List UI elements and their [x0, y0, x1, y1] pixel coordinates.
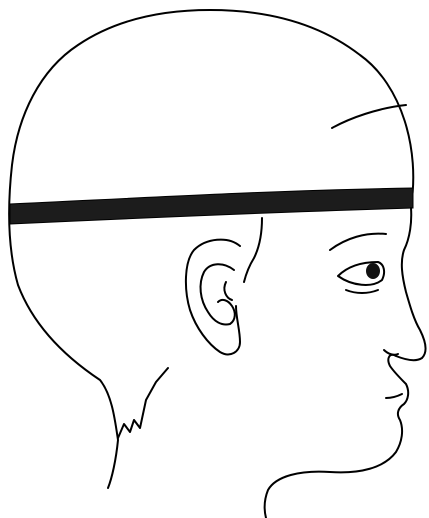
eye-lower-lid	[346, 290, 378, 293]
nostril	[384, 350, 398, 355]
eye-pupil	[366, 263, 380, 279]
hair-part-line	[332, 105, 406, 128]
temple-contour	[244, 218, 262, 282]
ear-outline	[186, 240, 240, 355]
eyebrow	[330, 234, 386, 250]
ear-inner-fold	[201, 264, 235, 324]
face-profile	[265, 208, 426, 518]
neck-hair-line	[118, 368, 168, 438]
measuring-band	[10, 188, 413, 224]
ear-tragus	[224, 282, 232, 300]
head-outline	[9, 10, 413, 488]
mouth-line	[386, 394, 402, 398]
